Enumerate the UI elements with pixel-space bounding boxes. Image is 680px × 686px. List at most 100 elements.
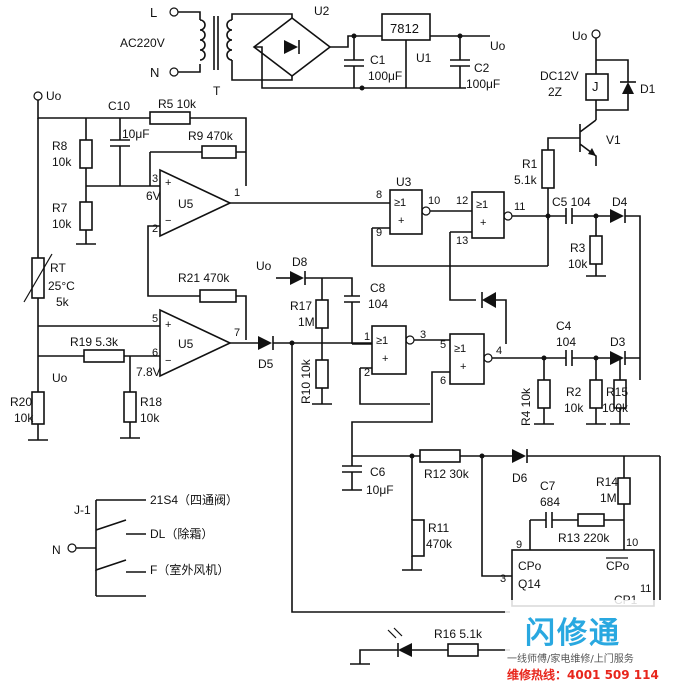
label-C1: C1 — [370, 53, 386, 67]
resistor-R10 — [315, 359, 329, 389]
svg-text:11: 11 — [640, 583, 651, 595]
label-RT-temp: 25°C — [48, 279, 75, 293]
transformer-secondary — [226, 19, 233, 61]
label-R19: R19 5.3k — [70, 335, 119, 349]
label-R20: R20 — [10, 395, 32, 409]
label-R14: R14 — [596, 475, 618, 489]
svg-text:5: 5 — [152, 313, 158, 325]
svg-text:+: + — [398, 215, 404, 227]
resistor-R3 — [589, 235, 603, 265]
label-Uo-D8: Uo — [256, 259, 272, 273]
diode-D5 — [258, 336, 272, 350]
value-R11: 470k — [426, 537, 453, 551]
capacitor-C2 — [450, 36, 470, 88]
value-R2: 10k — [564, 401, 584, 415]
label-cpo: CPo — [518, 559, 542, 573]
label-Q14: Q14 — [518, 577, 541, 591]
label-N-out: N — [52, 543, 61, 557]
watermark-brand: 闪修通 — [525, 616, 621, 651]
label-D8: D8 — [292, 255, 308, 269]
transformer-primary — [199, 19, 206, 61]
label-R16: R16 5.1k — [434, 627, 483, 641]
label-D1: D1 — [640, 82, 656, 96]
value-R7: 10k — [52, 217, 72, 231]
watermark-logo: 闪修通 一线师傅/家电维修/上门服务 维修热线：4001 509 114 — [505, 600, 680, 686]
svg-text:−: − — [165, 355, 171, 367]
led-indicator — [398, 643, 412, 657]
label-DL: DL（除霜） — [150, 526, 213, 541]
svg-text:3: 3 — [420, 329, 426, 341]
label-relay-model: DC12V — [540, 69, 579, 83]
gate-U4a — [371, 325, 407, 375]
label-U1: U1 — [416, 51, 432, 65]
label-N: N — [150, 65, 159, 80]
svg-text:7: 7 — [234, 327, 240, 339]
resistor-R5 — [149, 111, 191, 125]
label-R9: R9 470k — [188, 129, 234, 143]
label-C8: C8 — [370, 281, 386, 295]
label-Uo-relay: Uo — [572, 29, 588, 43]
label-R18: R18 — [140, 395, 162, 409]
opamp-U5-top — [159, 168, 232, 238]
label-R4: R4 10k — [519, 387, 533, 426]
value-C7: 684 — [540, 495, 560, 509]
resistor-R19 — [83, 349, 125, 363]
value-R18: 10k — [140, 411, 160, 425]
svg-text:+: + — [165, 319, 171, 331]
label-6V: 6V — [146, 189, 161, 203]
svg-text:+: + — [460, 361, 466, 373]
resistor-R7 — [79, 201, 93, 231]
diode-D4 — [610, 209, 624, 223]
svg-text:+: + — [382, 353, 388, 365]
terminal-L — [169, 7, 179, 17]
resistor-R20 — [31, 391, 45, 425]
diode-feedback — [482, 292, 496, 308]
label-R11: R11 — [428, 521, 449, 535]
svg-text:3: 3 — [500, 573, 506, 585]
label-R2: R2 — [566, 385, 582, 399]
bridge-rectifier — [252, 16, 332, 78]
value-C10: 10μF — [122, 127, 150, 141]
value-R17: 1M — [298, 315, 315, 329]
label-D3: D3 — [610, 335, 626, 349]
label-C5: C5 104 — [552, 195, 591, 209]
label-L: L — [150, 5, 157, 20]
value-C2: 100μF — [466, 77, 500, 91]
resistor-R17 — [315, 299, 329, 329]
svg-text:4: 4 — [496, 345, 502, 357]
value-C6: 10μF — [366, 483, 394, 497]
label-U5-bottom: U5 — [178, 337, 194, 351]
value-C4: 104 — [556, 335, 576, 349]
value-R3: 10k — [568, 257, 588, 271]
label-R12: R12 30k — [424, 467, 470, 481]
label-C4: C4 — [556, 319, 572, 333]
label-R15: R15 — [606, 385, 628, 399]
label-D5: D5 — [258, 357, 274, 371]
label-C2: C2 — [474, 61, 490, 75]
svg-text:≥1: ≥1 — [394, 197, 406, 209]
watermark-hotline: 维修热线：4001 509 114 — [507, 668, 659, 682]
svg-text:5: 5 — [440, 339, 446, 351]
label-R3: R3 — [570, 241, 586, 255]
resistor-R13 — [577, 513, 605, 527]
label-R7: R7 — [52, 201, 68, 215]
svg-text:+: + — [480, 217, 486, 229]
label-R1: R1 — [522, 157, 538, 171]
label-U5-top: U5 — [178, 197, 194, 211]
label-J: J — [592, 79, 599, 94]
svg-text:3: 3 — [152, 173, 158, 185]
label-U3: U3 — [396, 175, 412, 189]
regulator-7812 — [381, 13, 431, 41]
gate-U4b — [449, 333, 485, 385]
resistor-R1 — [541, 149, 555, 189]
label-relay-model2: 2Z — [548, 85, 562, 99]
svg-text:+: + — [165, 177, 171, 189]
svg-text:1: 1 — [234, 187, 240, 199]
resistor-R8 — [79, 139, 93, 169]
label-21S4: 21S4（四通阀） — [150, 493, 238, 507]
label-Uo-sense: Uo — [46, 89, 62, 103]
watermark-tagline: 一线师傅/家电维修/上门服务 — [507, 654, 634, 665]
diode-D1 — [622, 82, 634, 94]
gate-U3a — [389, 189, 423, 235]
